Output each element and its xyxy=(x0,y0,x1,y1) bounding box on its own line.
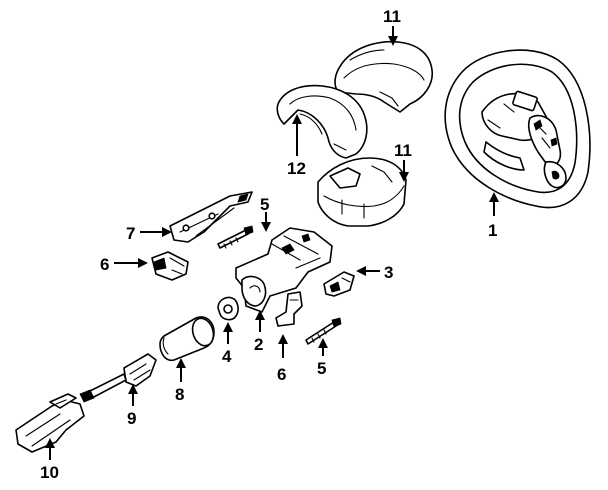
callout-6-upper: 6 xyxy=(100,255,148,274)
callout-number: 11 xyxy=(394,141,412,160)
turn-signal-switch xyxy=(323,271,355,297)
callout-5-upper: 5 xyxy=(260,195,271,232)
callout-number: 5 xyxy=(260,195,269,214)
callout-9: 9 xyxy=(127,384,138,428)
callout-number: 11 xyxy=(383,7,401,26)
callout-2: 2 xyxy=(254,310,265,354)
callout-number: 6 xyxy=(277,365,286,384)
callout-number: 12 xyxy=(287,159,306,178)
callout-number: 2 xyxy=(254,335,263,354)
callout-number: 4 xyxy=(222,347,232,366)
steering-wheel xyxy=(444,49,591,209)
callout-number: 6 xyxy=(100,255,109,274)
callout-11-mid: 11 xyxy=(394,141,412,182)
callout-number: 9 xyxy=(127,409,136,428)
column-housing xyxy=(235,227,333,313)
callout-8: 8 xyxy=(175,358,186,404)
lower-column-cover xyxy=(317,157,407,227)
callout-5-lower: 5 xyxy=(317,338,328,378)
callout-10: 10 xyxy=(40,438,59,482)
callout-number: 10 xyxy=(40,463,59,482)
callout-12: 12 xyxy=(287,114,306,178)
callout-4: 4 xyxy=(222,322,233,366)
callout-6-lower: 6 xyxy=(277,334,288,384)
lock-actuator xyxy=(151,251,189,281)
lower-shroud xyxy=(276,84,368,159)
retainer-ring xyxy=(217,296,239,321)
mounting-bracket xyxy=(169,191,253,243)
callout-number: 1 xyxy=(488,221,497,240)
universal-joint xyxy=(79,353,157,403)
callout-number: 5 xyxy=(317,359,326,378)
column-bearing xyxy=(159,316,215,362)
callout-3: 3 xyxy=(356,263,393,282)
column-clip xyxy=(275,291,303,327)
bolt-lower xyxy=(305,317,342,345)
callout-number: 8 xyxy=(175,385,184,404)
callout-number: 3 xyxy=(384,263,393,282)
callout-number: 7 xyxy=(126,224,135,243)
callout-11-upper: 11 xyxy=(383,7,401,46)
bolt-upper xyxy=(217,225,254,249)
intermediate-shaft xyxy=(15,393,85,453)
callout-1: 1 xyxy=(488,192,499,240)
callout-7: 7 xyxy=(126,224,172,243)
